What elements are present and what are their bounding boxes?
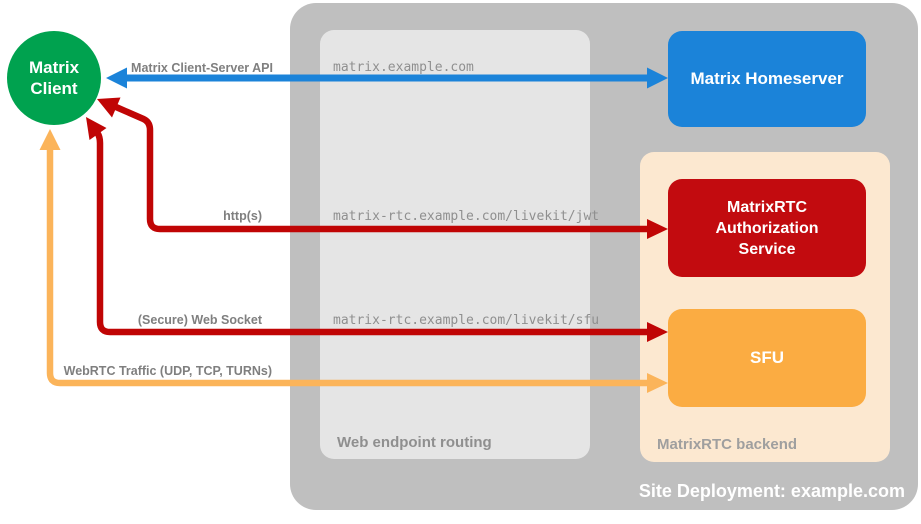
web-endpoint-routing-caption: Web endpoint routing	[337, 434, 492, 451]
arrowhead-websocket-client	[86, 117, 107, 140]
arrowhead-webrtc-client	[39, 129, 61, 150]
sfu-node: SFU	[668, 309, 866, 407]
arrowhead-https-client	[97, 97, 121, 118]
matrixrtc-backend-caption: MatrixRTC backend	[657, 436, 798, 453]
matrixrtc-authorization-service-node: MatrixRTC Authorization Service	[668, 179, 866, 277]
web-endpoint-routing-container	[320, 30, 590, 459]
matrix-client-label: Matrix Client	[28, 58, 80, 98]
endpoint-livekit-jwt: matrix-rtc.example.com/livekit/jwt	[333, 209, 600, 224]
client-server-api-label: Matrix Client-Server API	[131, 61, 273, 75]
https-label: http(s)	[223, 209, 262, 223]
matrix-homeserver-label: Matrix Homeserver	[690, 69, 844, 88]
webrtc-traffic-label: WebRTC Traffic (UDP, TCP, TURNs)	[63, 364, 272, 378]
sfu-label: SFU	[750, 348, 784, 367]
endpoint-matrix-example-com: matrix.example.com	[333, 60, 474, 75]
matrixrtc-authorization-service-label: MatrixRTC Authorization Service	[715, 198, 819, 258]
websocket-label: (Secure) Web Socket	[137, 313, 262, 327]
matrix-homeserver-node: Matrix Homeserver	[668, 31, 866, 127]
site-deployment-caption: Site Deployment: example.com	[638, 481, 905, 501]
endpoint-livekit-sfu: matrix-rtc.example.com/livekit/sfu	[333, 313, 600, 328]
matrix-client-node: Matrix Client	[7, 31, 101, 125]
